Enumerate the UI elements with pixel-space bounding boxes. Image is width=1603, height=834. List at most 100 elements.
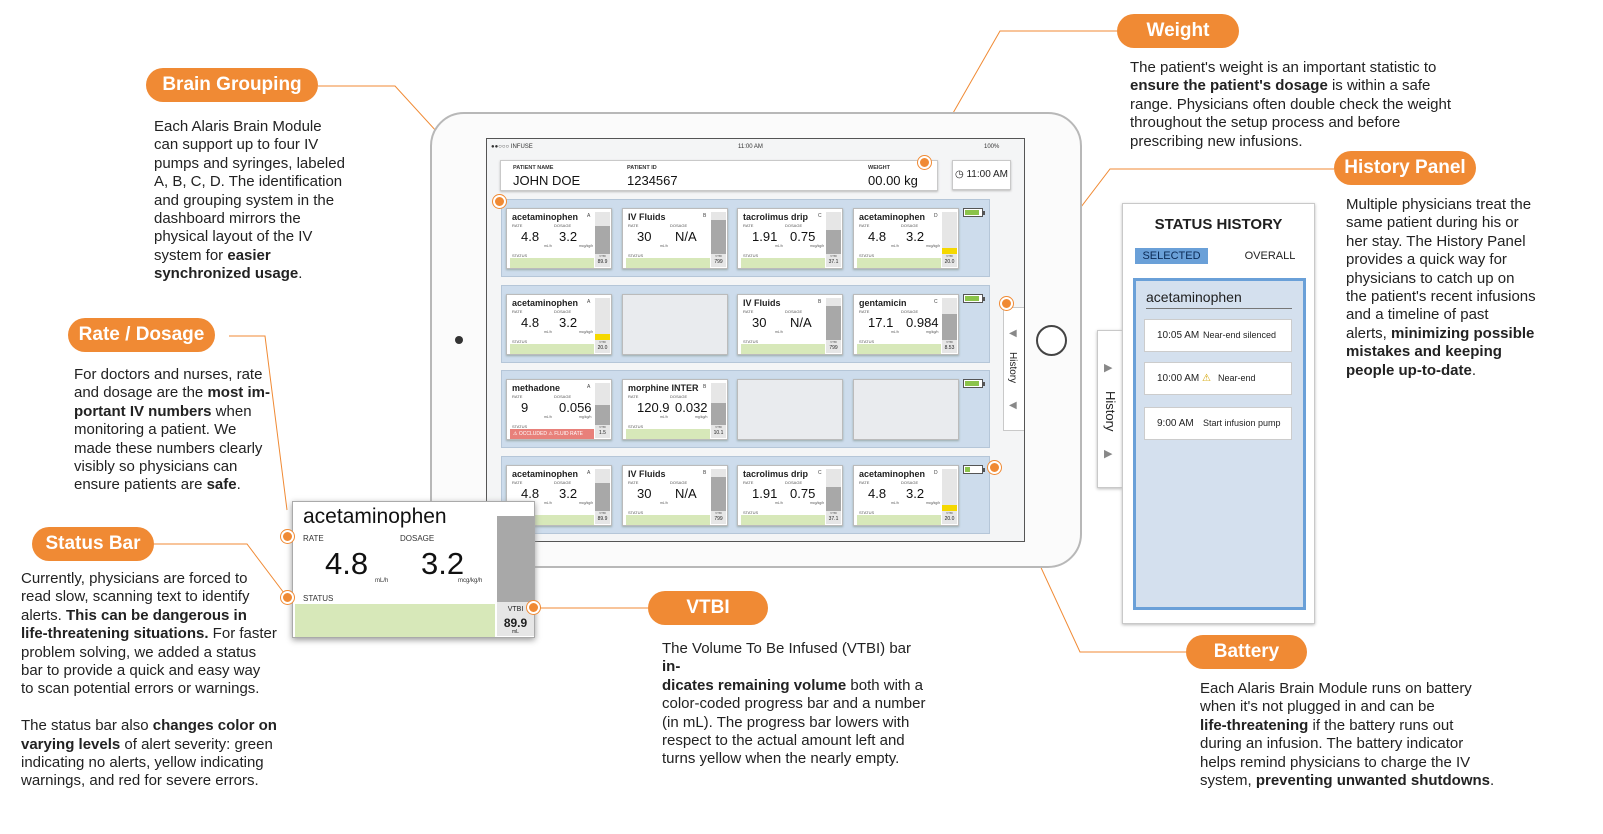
status-bar (741, 258, 825, 268)
event-time: 9:00 AM (1157, 418, 1194, 429)
history-tab[interactable]: ◀ History ◀ (1003, 307, 1024, 431)
dosage-value: 0.056 (559, 400, 592, 415)
battery-icon (963, 208, 985, 217)
event-text: Near-end (1218, 373, 1256, 383)
battery-level (965, 296, 979, 301)
channel-letter: C (934, 299, 938, 305)
vtbi-fill (942, 314, 957, 340)
dosage-label: DOSAGE (670, 223, 688, 228)
rate-label: RATE (859, 480, 870, 485)
rate-unit: mL/h (544, 415, 552, 419)
patient-id: 1234567 (627, 173, 678, 188)
history-list: acetaminophen 10:05 AM Near-end silenced… (1133, 278, 1306, 610)
drug-name: acetaminophen (859, 212, 926, 222)
home-button[interactable] (1036, 325, 1067, 356)
dashboard-screen: ●●○○○ INFUSE 11:00 AM 100% PATIENT NAME … (486, 138, 1025, 542)
callout-dot-battery (988, 461, 1001, 474)
dosage-value: N/A (675, 486, 697, 501)
history-tab-label: History (1007, 352, 1018, 384)
dosage-value: 0.75 (790, 229, 816, 244)
rate-value: 9 (521, 400, 529, 415)
status-label: STATUS (859, 339, 875, 344)
status-label: STATUS (512, 253, 528, 258)
vtbi-fill (711, 220, 726, 254)
tab-selected[interactable]: SELECTED (1135, 248, 1208, 264)
history-event[interactable]: 9:00 AM Start infusion pump (1144, 407, 1292, 440)
dosage-value: N/A (790, 315, 812, 330)
status-bar (510, 258, 594, 268)
history-event[interactable]: 10:00 AM ⚠ Near-end (1144, 362, 1292, 395)
status-bar (741, 344, 825, 354)
clock-button[interactable]: ◷ 11:00 AM (952, 160, 1011, 190)
module-card-zoom: acetaminophen RATE DOSAGE 4.8 3.2 mL/h m… (292, 501, 535, 638)
vtbi-label: VTBI (715, 254, 722, 258)
callout-text-weight: The patient's weight is an important sta… (1130, 59, 1452, 150)
tab-overall[interactable]: OVERALL (1244, 250, 1296, 262)
vtbi-fill (826, 306, 841, 340)
callout-label-history-panel: History Panel (1334, 151, 1476, 185)
vtbi-label: VTBI (946, 511, 953, 515)
dosage-label: DOSAGE (785, 480, 803, 485)
dosage-unit: mcg/kg/h (579, 244, 594, 248)
rate-unit: mL/h (544, 501, 552, 505)
dosage-value: 0.032 (675, 400, 708, 415)
patient-info-bar: PATIENT NAME JOHN DOE PATIENT ID 1234567… (500, 160, 938, 191)
battery-icon (963, 465, 985, 474)
history-panel-tab[interactable]: ▶ History ▶ (1097, 330, 1123, 488)
status-bar (857, 344, 941, 354)
rate-unit: mL/h (891, 330, 899, 334)
dosage-label: DOSAGE (901, 309, 919, 314)
rate-value: 4.8 (868, 486, 887, 501)
status-label: STATUS (743, 339, 759, 344)
drug-name: acetaminophen (512, 298, 579, 308)
weight-value[interactable]: 00.00 kg (868, 173, 918, 188)
battery-level (965, 467, 970, 472)
dosage-label: DOSAGE (554, 309, 572, 314)
rate-unit: mL/h (775, 501, 783, 505)
callout-text-status-bar: Currently, physicians are forced to read… (21, 570, 277, 790)
zoom-rate-value: 4.8 (325, 546, 369, 581)
status-bar: ⚠ OCCLUDED ⚠ FLUID RATE (510, 429, 594, 439)
drug-name: acetaminophen (859, 469, 926, 479)
vtbi-value: 20.0 (597, 345, 608, 351)
event-time: 10:00 AM (1157, 373, 1200, 384)
vtbi-label: VTBI (946, 340, 953, 344)
dosage-value: 0.984 (906, 315, 939, 330)
empty-module-slot[interactable] (737, 379, 843, 440)
rate-unit: mL/h (544, 244, 552, 248)
status-bar (510, 515, 594, 525)
status-bar (857, 258, 941, 268)
channel-letter: D (934, 213, 938, 219)
empty-module-slot[interactable] (853, 379, 959, 440)
rate-label: RATE (743, 480, 754, 485)
rate-unit: mL/h (775, 244, 783, 248)
vtbi-label: VTBI (715, 511, 722, 515)
vtbi-fill (595, 405, 610, 425)
history-event[interactable]: 10:05 AM Near-end silenced (1144, 319, 1292, 352)
dosage-value: 3.2 (559, 229, 578, 244)
callout-text-rate-dosage: For doctors and nurses, rate and dosage … (74, 366, 270, 494)
empty-module-slot[interactable] (622, 294, 728, 355)
callout-dot-history-panel (1000, 297, 1013, 310)
patient-name: JOHN DOE (513, 173, 581, 188)
